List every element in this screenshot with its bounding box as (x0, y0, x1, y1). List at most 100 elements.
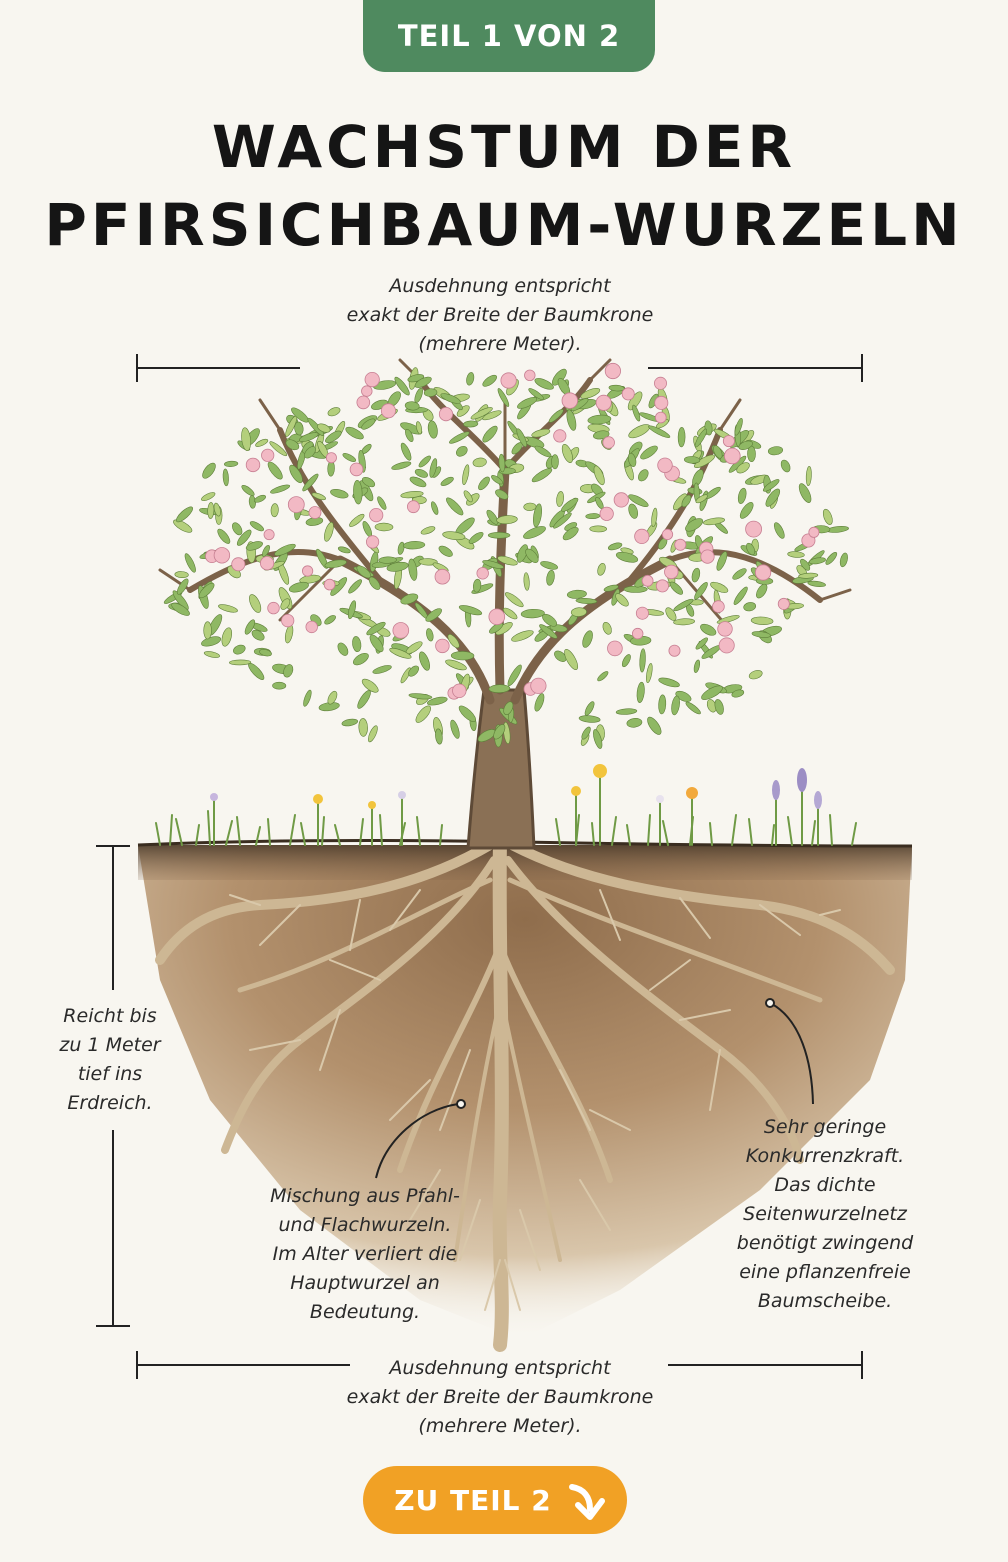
leaf (491, 475, 503, 485)
leaf (703, 517, 725, 526)
blossom (488, 608, 506, 626)
leaf (628, 494, 649, 508)
blossom (634, 528, 650, 545)
leaf (713, 445, 723, 459)
leaf (358, 718, 368, 737)
leaf (581, 726, 591, 740)
leaf (369, 634, 384, 653)
leaf (450, 651, 475, 661)
leaf (327, 407, 341, 417)
leaf (507, 664, 522, 687)
leaf (615, 708, 638, 715)
leaf (585, 513, 601, 520)
title-line-1: WACHSTUM DER (211, 113, 797, 181)
next-part-button[interactable]: ZU TEIL 2 (363, 1466, 627, 1534)
leaf (534, 693, 545, 712)
leaf (714, 699, 724, 715)
leaf (241, 484, 255, 497)
leaf (440, 476, 454, 486)
leaf (245, 541, 263, 551)
leaf (236, 529, 252, 546)
leaf (270, 484, 291, 494)
leaf (736, 462, 750, 474)
blossom (308, 506, 322, 519)
leaf (693, 454, 716, 469)
leaf (748, 670, 763, 680)
blossom (604, 362, 622, 380)
blossom (281, 613, 295, 628)
leaf (425, 608, 442, 622)
note-line: Mischung aus Pfahl- (270, 1185, 460, 1207)
leaf (202, 462, 216, 479)
leaf (531, 428, 551, 438)
part-badge: TEIL 1 VON 2 (363, 0, 655, 72)
leaf (580, 387, 601, 399)
leaf (294, 421, 304, 436)
leaf (269, 441, 288, 457)
leaf (232, 522, 243, 536)
blossom (595, 394, 612, 411)
leaf (482, 410, 502, 421)
leaf (584, 701, 595, 716)
leaf (368, 725, 378, 743)
leaf (546, 569, 555, 586)
leaf (486, 509, 499, 525)
leaf (554, 650, 567, 662)
blossom (213, 547, 231, 564)
blossom (435, 638, 450, 654)
note-line: Baumscheibe. (757, 1290, 893, 1312)
leaf (482, 425, 498, 443)
leaf (352, 636, 362, 653)
leaf (244, 619, 256, 635)
leaf (482, 374, 497, 387)
leaf (669, 581, 684, 595)
leaf (274, 543, 296, 556)
leaf (446, 497, 464, 516)
leaf (324, 559, 347, 569)
soil (137, 839, 913, 1340)
note-line: tief ins (77, 1063, 143, 1085)
leaf (540, 561, 559, 570)
blossom (392, 622, 410, 639)
leaf (523, 572, 530, 591)
leaf (372, 665, 392, 674)
leaf (272, 681, 287, 690)
leaf (570, 607, 587, 617)
leaf (176, 506, 193, 523)
leaf (750, 616, 774, 625)
blossom (231, 557, 246, 572)
leaf (222, 468, 229, 487)
leaf (523, 526, 546, 539)
leaf (685, 701, 701, 715)
leaf (503, 701, 514, 715)
note-line: Ausdehnung entspricht (389, 1357, 611, 1379)
leaf (798, 572, 819, 579)
blossom (722, 435, 735, 448)
note-line: Ausdehnung entspricht (389, 275, 611, 297)
leaf (337, 642, 349, 656)
leaf (285, 439, 300, 451)
leaf (218, 604, 238, 613)
blossom (361, 385, 373, 397)
leaf (665, 607, 677, 621)
leaf (472, 578, 482, 593)
leaf (427, 696, 448, 706)
leaf (419, 651, 430, 671)
leaf (673, 598, 694, 612)
blossom (406, 500, 420, 514)
leaf (716, 615, 740, 624)
leaf (394, 376, 410, 396)
leaf (172, 590, 189, 611)
leaf (822, 508, 833, 525)
crown-width-dimension (136, 354, 863, 382)
root-mix-note: Mischung aus Pfahl- und Flachwurzeln. Im… (240, 1182, 490, 1327)
leaf (280, 598, 291, 610)
leaf (798, 483, 812, 503)
leaf (673, 618, 695, 626)
leaf (489, 622, 504, 634)
blossom (664, 564, 679, 580)
leaf (409, 476, 427, 488)
leaf (405, 428, 414, 443)
leaf (341, 718, 358, 727)
leaf (693, 659, 701, 673)
